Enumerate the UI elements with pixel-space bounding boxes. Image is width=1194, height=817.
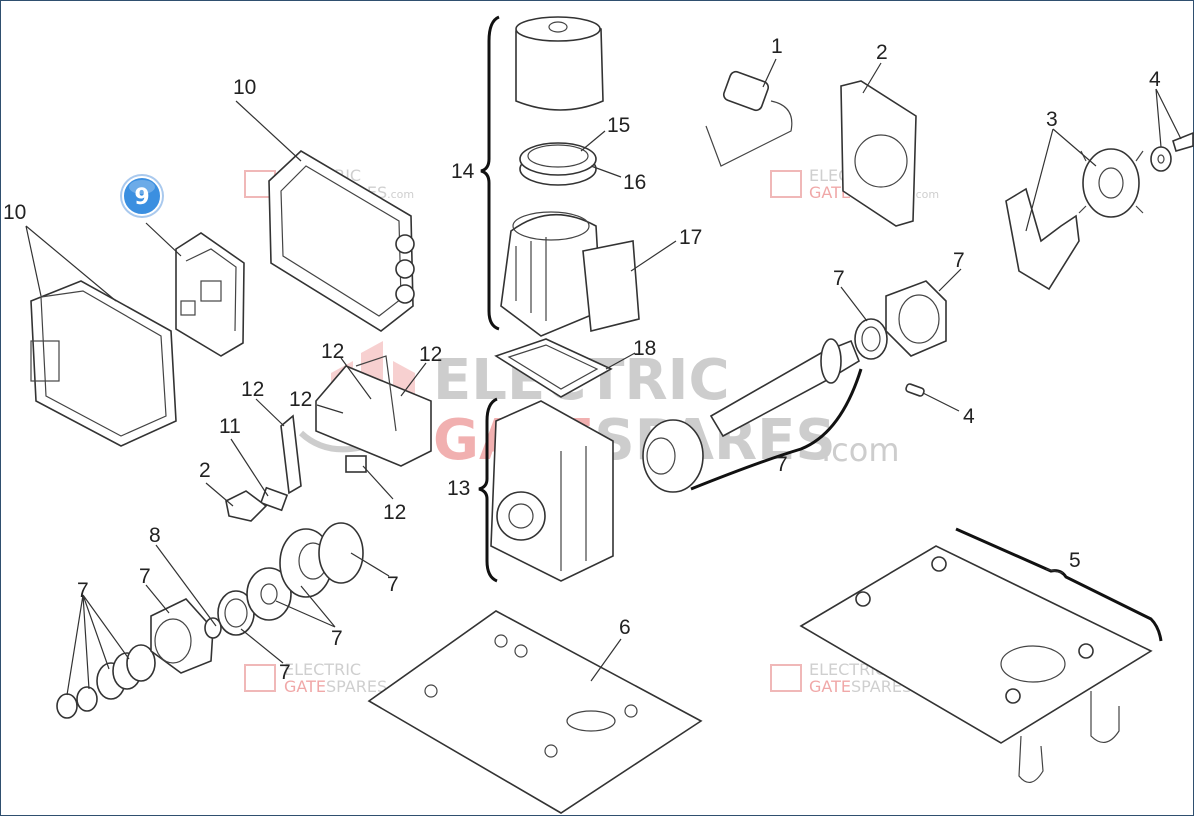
callout-6: 6 [619,616,631,639]
watermark-suffix: .com [821,431,900,469]
callout-15: 15 [607,114,630,137]
callout-5: 5 [1069,549,1081,572]
callout-10: 10 [3,201,26,224]
part-motor-cap[interactable] [515,16,604,111]
callout-12: 12 [383,501,406,524]
part-spring-clip[interactable] [1005,187,1080,291]
callout-7: 7 [833,267,845,290]
part-motor[interactable] [500,211,640,337]
watermark-logo-icon [770,170,802,198]
part-mounting-plate[interactable] [315,355,432,467]
callout-14: 14 [451,160,475,183]
watermark-small-bottom-left: ELECTRIC GATESPARES.com [244,660,414,696]
part-base-plate[interactable] [367,610,703,814]
part-washer[interactable] [1150,146,1172,172]
part-flange-center[interactable] [642,419,704,493]
callout-7: 7 [279,661,291,684]
callout-7: 7 [77,579,89,602]
callout-7: 7 [139,565,151,588]
callout-2: 2 [199,459,211,482]
callout-17: 17 [679,226,702,249]
callout-7: 7 [776,453,788,476]
watermark-logo-icon [770,664,802,692]
brace-group-7-shaft [690,368,863,491]
part-spring-stack[interactable] [96,644,156,700]
svg-text:ELECTRIC: ELECTRIC [284,660,361,679]
part-bearing-housing-right[interactable] [885,280,947,357]
watermark-logo-icon [244,664,276,692]
part-motor-seal[interactable] [519,142,597,186]
part-limit-bracket[interactable] [225,490,268,522]
callout-12: 12 [419,343,442,366]
callout-11: 11 [219,415,241,438]
part-seal-ring-left[interactable] [318,522,364,584]
leader-lines [25,58,1182,696]
callout-10: 10 [233,76,256,99]
part-bearing-right[interactable] [854,318,888,360]
callout-labels: 1 2 3 4 5 6 7 7 4 7 10 10 12 12 12 12 12… [3,35,1161,684]
highlight-badge-label: 9 [134,185,149,210]
part-switch-block[interactable] [345,455,367,473]
callout-18: 18 [633,337,656,360]
part-small-bracket[interactable] [280,414,302,495]
part-foundation-plate[interactable] [799,545,1153,783]
part-cover-gasket[interactable] [30,280,177,447]
callout-12: 12 [321,340,344,363]
part-microswitch[interactable] [259,486,289,512]
part-bracket[interactable] [840,80,917,227]
part-clutch-disc[interactable] [246,567,292,621]
part-drive-shaft[interactable] [709,338,860,438]
part-control-board[interactable] [175,232,245,357]
callout-4: 4 [963,405,975,428]
part-gearbox[interactable] [490,400,614,582]
callout-7: 7 [953,249,965,272]
part-release-housing[interactable] [150,598,214,674]
brace-group-14 [480,15,500,331]
part-limit-switch[interactable] [705,70,793,167]
callout-1: 1 [771,35,783,58]
callout-7: 7 [387,573,399,596]
callout-8: 8 [149,524,161,547]
callout-12: 12 [241,378,264,401]
part-control-box[interactable] [268,150,415,332]
callout-4: 4 [1149,68,1161,91]
part-shaft-key[interactable] [905,383,925,397]
highlight-badge-9[interactable]: 9 [120,174,164,218]
part-nut-pair[interactable] [56,686,98,719]
callout-16: 16 [623,171,646,194]
part-o-ring[interactable] [204,617,222,639]
part-bolt[interactable] [1172,131,1194,152]
part-bearing-left[interactable] [217,590,255,636]
callout-2: 2 [876,41,888,64]
callout-3: 3 [1046,108,1058,131]
part-gearbox-gasket[interactable] [494,338,613,398]
callout-12: 12 [289,388,312,411]
brace-group-13 [478,397,498,583]
callout-13: 13 [447,477,470,500]
callout-7: 7 [331,627,343,650]
